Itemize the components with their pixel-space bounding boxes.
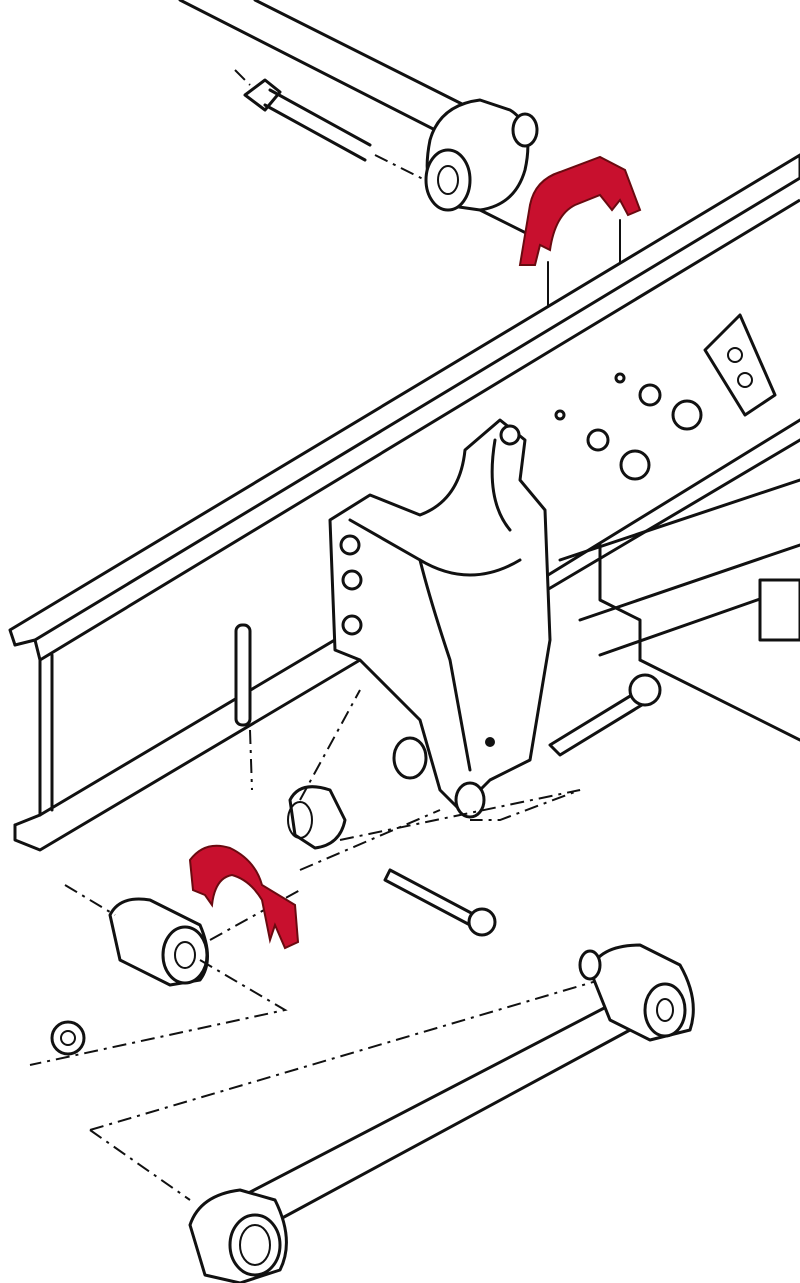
lower-torque-rod <box>188 943 695 1283</box>
upper-torque-rod <box>178 0 542 242</box>
bushings <box>108 785 347 987</box>
nuts <box>50 313 777 1056</box>
hanger-bracket <box>328 418 552 819</box>
frame-rail <box>8 153 800 852</box>
upper-bolt <box>234 69 426 181</box>
bolts <box>234 623 662 937</box>
construction-lines <box>29 689 601 1201</box>
cross-member <box>558 478 800 742</box>
upper-clip <box>518 155 642 306</box>
lower-clip <box>188 844 300 950</box>
